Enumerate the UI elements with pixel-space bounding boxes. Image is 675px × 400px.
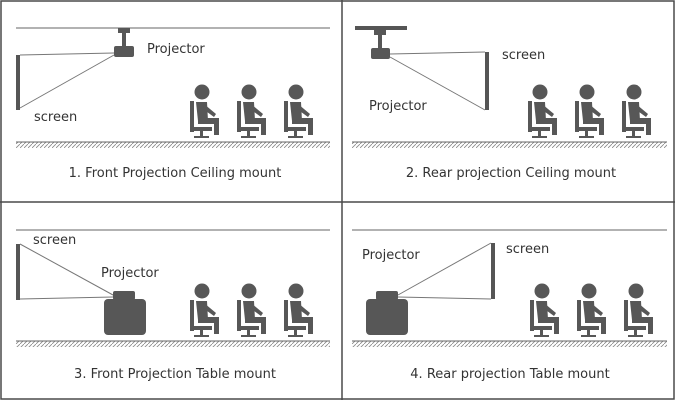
screen-shape xyxy=(491,243,495,299)
projection-ray-top xyxy=(389,51,486,55)
viewer-icon xyxy=(237,283,266,337)
projection-ray-bottom xyxy=(389,56,486,111)
projector-label: Projector xyxy=(369,99,427,114)
audience xyxy=(528,84,651,138)
panel-rear-table: Projector screen 4. Rear projection Tabl… xyxy=(352,229,667,382)
screen-label: screen xyxy=(502,48,545,63)
floor-hatch xyxy=(16,142,330,148)
viewer-icon xyxy=(528,84,557,138)
projector-label: Projector xyxy=(147,42,205,57)
viewer-icon xyxy=(577,283,606,337)
projector-ceiling-icon xyxy=(371,30,390,59)
screen-label: screen xyxy=(34,110,77,125)
projector-label: Projector xyxy=(362,248,420,263)
screen-shape xyxy=(485,52,489,110)
panel-caption: 2. Rear projection Ceiling mount xyxy=(406,166,616,181)
projector-label: Projector xyxy=(101,266,159,281)
floor-hatch xyxy=(352,341,667,347)
viewer-icon xyxy=(530,283,559,337)
projection-ray-bottom xyxy=(19,296,114,300)
projection-ray-top xyxy=(19,52,115,56)
screen-label: screen xyxy=(33,233,76,248)
viewer-icon xyxy=(237,84,266,138)
audience xyxy=(530,283,653,337)
viewer-icon xyxy=(575,84,604,138)
projector-ceiling-icon xyxy=(114,28,134,57)
viewer-icon xyxy=(190,84,219,138)
panel-caption: 1. Front Projection Ceiling mount xyxy=(69,166,282,181)
screen-shape xyxy=(16,244,20,300)
panel-front-ceiling: Projector screen 1. Front Projection Cei… xyxy=(16,27,330,181)
floor-hatch xyxy=(352,142,667,148)
projection-ray-bottom xyxy=(397,296,492,300)
viewer-icon xyxy=(284,283,313,337)
viewer-icon xyxy=(622,84,651,138)
projector-table-icon xyxy=(104,291,146,335)
projection-ray-top xyxy=(397,242,492,296)
viewer-icon xyxy=(284,84,313,138)
panel-caption: 4. Rear projection Table mount xyxy=(410,367,609,382)
screen-shape xyxy=(16,55,20,110)
projection-ray-bottom xyxy=(19,54,115,109)
viewer-icon xyxy=(624,283,653,337)
projection-ray-top xyxy=(19,243,114,296)
audience xyxy=(190,84,313,138)
panel-caption: 3. Front Projection Table mount xyxy=(74,367,276,382)
projector-table-icon xyxy=(366,291,408,335)
floor-hatch xyxy=(16,341,330,347)
screen-label: screen xyxy=(506,242,549,257)
audience xyxy=(190,283,313,337)
panel-rear-ceiling: screen Projector 2. Rear projection Ceil… xyxy=(352,26,667,181)
ceiling-bar xyxy=(355,26,407,30)
viewer-icon xyxy=(190,283,219,337)
panel-front-table: screen Projector 3. Front Projection Tab… xyxy=(16,229,330,382)
